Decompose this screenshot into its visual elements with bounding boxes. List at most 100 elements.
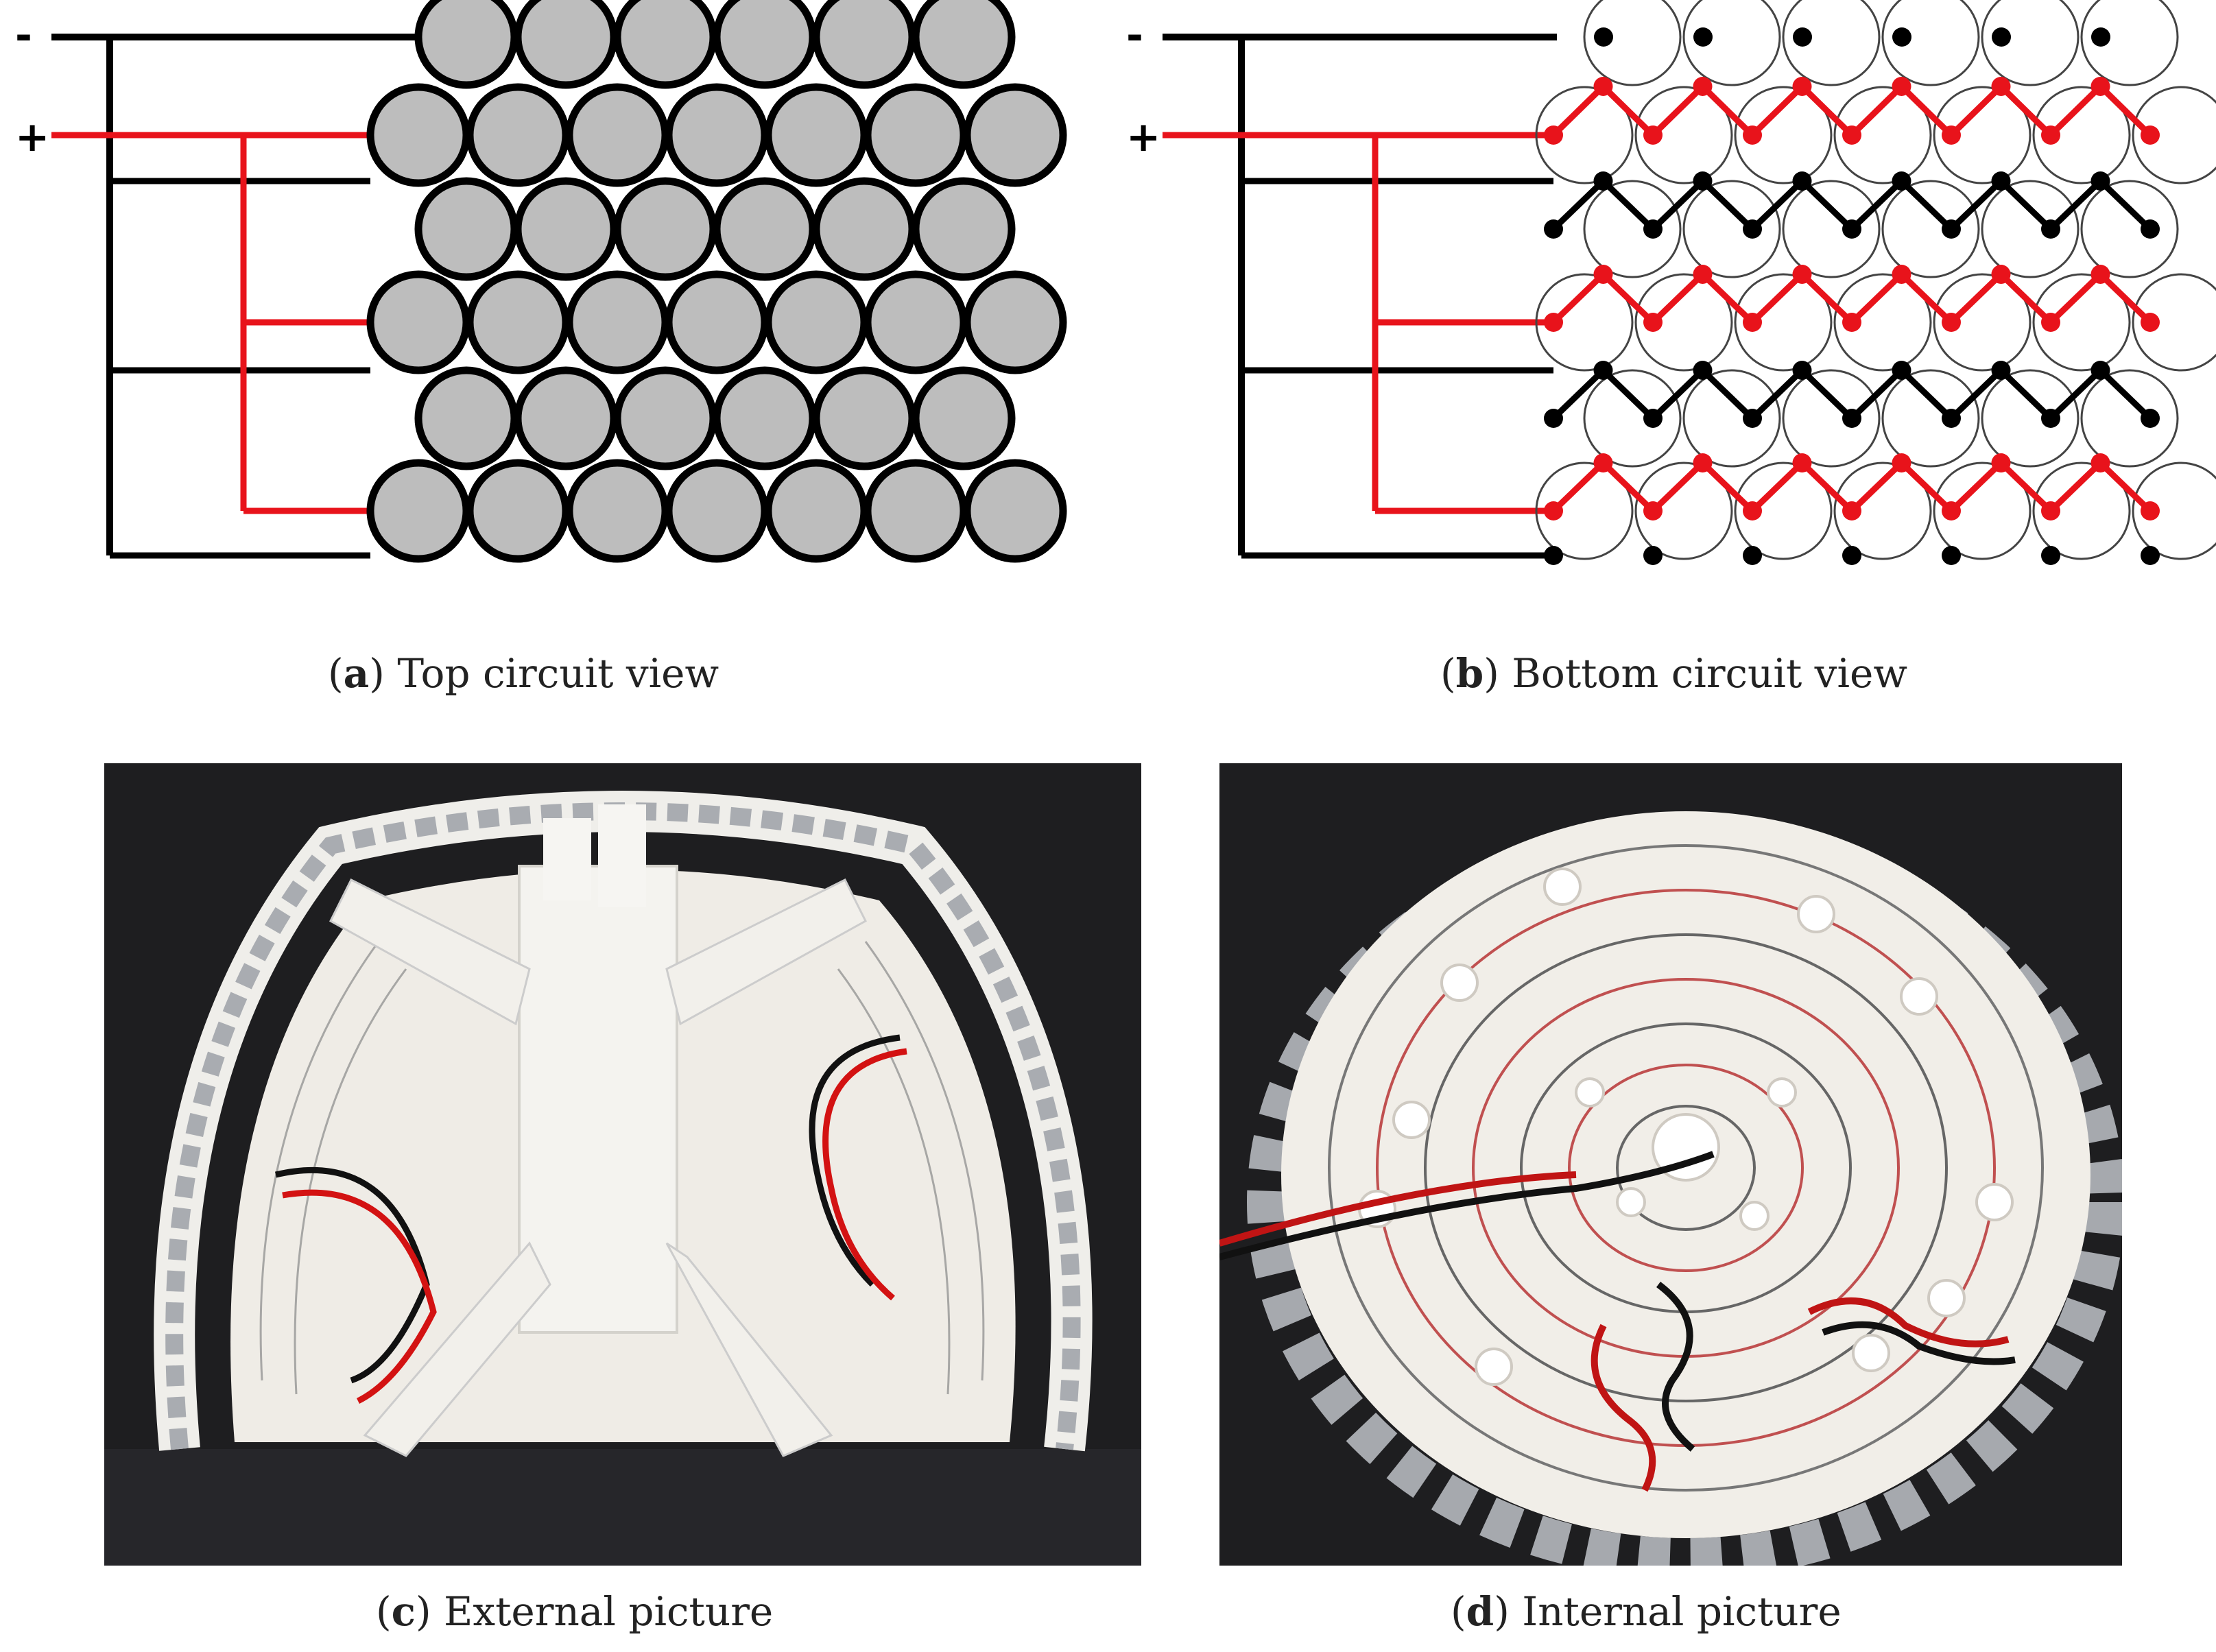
negative-zigzag-pin	[1842, 409, 1861, 428]
transducer	[665, 270, 769, 374]
negative-zigzag-pin	[1544, 409, 1563, 428]
negative-zigzag-pin	[1942, 409, 1961, 428]
transducer-outline	[2132, 273, 2216, 372]
negative-pin	[1743, 546, 1762, 565]
positive-zigzag-pin	[1942, 125, 1961, 145]
caption-d: (d) Internal picture	[1451, 1588, 1842, 1635]
transducer	[565, 270, 669, 374]
positive-zigzag-pin	[1693, 77, 1713, 96]
positive-zigzag-pin	[1544, 501, 1563, 520]
negative-pin	[1892, 27, 1911, 47]
positive-zigzag-pin	[1792, 265, 1812, 284]
transducer	[414, 177, 519, 281]
positive-zigzag-pin	[1792, 453, 1812, 472]
transducer	[414, 0, 519, 89]
negative-zigzag-pin	[2141, 409, 2160, 428]
transducer-outline	[1933, 86, 2032, 184]
negative-pin	[1544, 546, 1563, 565]
transducer	[713, 177, 817, 281]
transducer	[863, 459, 968, 563]
transducer	[912, 366, 1016, 470]
transducer	[963, 459, 1067, 563]
negative-zigzag-pin	[1544, 219, 1563, 239]
positive-zigzag-pin	[2041, 313, 2060, 332]
transducer	[613, 0, 717, 89]
negative-pin	[1594, 27, 1613, 47]
positive-zigzag-pin	[1792, 77, 1812, 96]
negative-zigzag-pin	[2041, 409, 2060, 428]
positive-zigzag-pin	[1693, 453, 1713, 472]
transducer-outline	[1583, 0, 1682, 86]
positive-terminal-label: +	[15, 113, 49, 161]
positive-zigzag-pin	[1593, 265, 1613, 284]
transducer-outline	[1981, 0, 2080, 86]
internal-picture-photo	[1219, 763, 2122, 1566]
bottom-circuit-diagram: -+	[1126, 0, 2216, 565]
positive-zigzag-pin	[1991, 77, 2011, 96]
transducer-outline	[2080, 0, 2179, 86]
transducer-outline	[1981, 180, 2080, 278]
negative-zigzag-pin	[1743, 219, 1762, 239]
transducer-outline	[1881, 180, 1980, 278]
positive-zigzag-pin	[2141, 313, 2160, 332]
transducer	[963, 270, 1067, 374]
positive-zigzag-pin	[1942, 313, 1961, 332]
transducer	[812, 366, 916, 470]
transducer	[366, 459, 470, 563]
transducer	[514, 0, 618, 89]
negative-zigzag-pin	[1991, 171, 2011, 191]
negative-zigzag-pin	[1643, 409, 1663, 428]
transducer	[764, 270, 868, 374]
negative-pin	[2041, 546, 2060, 565]
transducer	[414, 366, 519, 470]
negative-terminal-label: -	[1126, 12, 1143, 60]
transducer-outline	[1634, 273, 1733, 372]
negative-terminal-label: -	[15, 12, 32, 60]
positive-zigzag-pin	[2041, 125, 2060, 145]
transducer	[665, 83, 769, 187]
positive-zigzag-pin	[1743, 501, 1762, 520]
transducer-outline	[2032, 86, 2131, 184]
negative-zigzag-pin	[1792, 171, 1812, 191]
transducer-outline	[1833, 462, 1932, 560]
caption-c: (c) External picture	[376, 1588, 774, 1635]
positive-zigzag-pin	[1892, 453, 1911, 472]
transducer	[764, 83, 868, 187]
transducer-outline	[1881, 0, 1980, 86]
positive-zigzag-pin	[1842, 313, 1861, 332]
positive-zigzag-pin	[1842, 125, 1861, 145]
negative-pin	[1643, 546, 1663, 565]
transducer-outline	[1833, 86, 1932, 184]
negative-zigzag-pin	[2041, 219, 2060, 239]
transducer-outline	[1933, 273, 2032, 372]
positive-zigzag-pin	[1991, 265, 2011, 284]
positive-zigzag-pin	[2141, 501, 2160, 520]
negative-zigzag-pin	[1792, 361, 1812, 380]
negative-zigzag-pin	[1593, 171, 1613, 191]
transducer	[764, 459, 868, 563]
negative-zigzag-pin	[1991, 361, 2011, 380]
caption-b: (b) Bottom circuit view	[1440, 650, 1907, 697]
transducer-outline	[1682, 0, 1781, 86]
transducer-outline	[1734, 86, 1833, 184]
transducer-outline	[1734, 462, 1833, 560]
transducer	[963, 83, 1067, 187]
positive-zigzag-pin	[1743, 313, 1762, 332]
negative-zigzag-pin	[2141, 219, 2160, 239]
positive-zigzag-pin	[1593, 453, 1613, 472]
positive-zigzag-pin	[1544, 313, 1563, 332]
transducer	[613, 366, 717, 470]
transducer	[514, 177, 618, 281]
positive-zigzag-pin	[1991, 453, 2011, 472]
transducer-outline	[2080, 369, 2179, 468]
transducer-outline	[1881, 369, 1980, 468]
negative-zigzag-pin	[1693, 361, 1713, 380]
transducer-outline	[1583, 369, 1682, 468]
transducer-outline	[1833, 273, 1932, 372]
transducer-outline	[2080, 180, 2179, 278]
negative-zigzag-pin	[2090, 361, 2110, 380]
negative-zigzag-pin	[1892, 361, 1911, 380]
transducer-outline	[1634, 86, 1733, 184]
transducer	[863, 270, 968, 374]
positive-zigzag-pin	[1842, 501, 1861, 520]
